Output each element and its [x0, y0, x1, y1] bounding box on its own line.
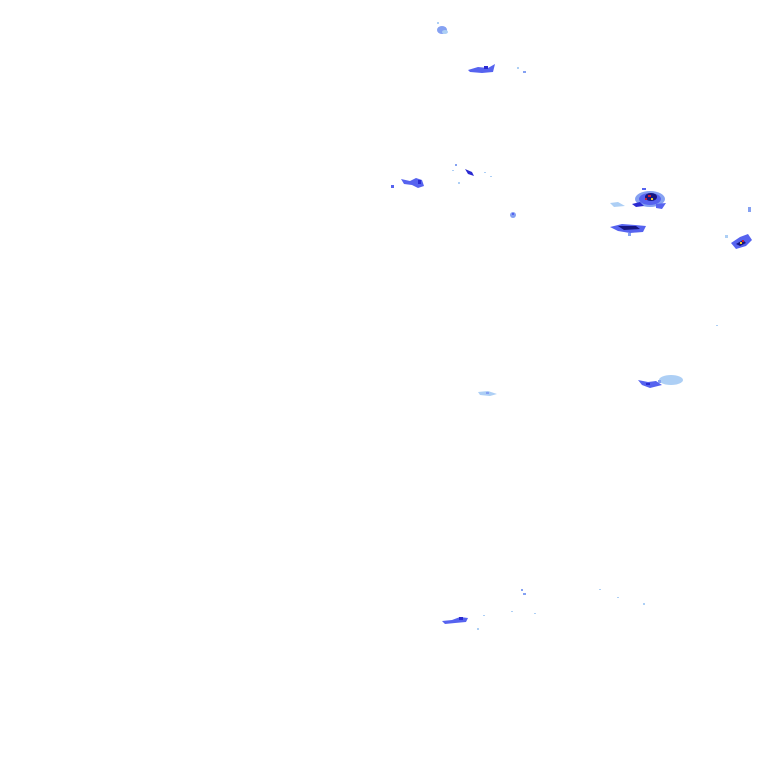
- rain-echo: [437, 22, 448, 34]
- rain-echo: [610, 224, 646, 236]
- rain-echo: [638, 325, 718, 388]
- rain-echo: [452, 164, 492, 184]
- rain-echo: [477, 589, 645, 630]
- rain-echo: [610, 188, 666, 209]
- rain-echo: [465, 169, 474, 176]
- rain-echo: [468, 64, 526, 73]
- rain-echo: [478, 391, 497, 396]
- rain-echo: [391, 178, 424, 188]
- rain-echo: [442, 617, 468, 624]
- rain-echo: [725, 207, 752, 249]
- rain-echo: [510, 212, 516, 218]
